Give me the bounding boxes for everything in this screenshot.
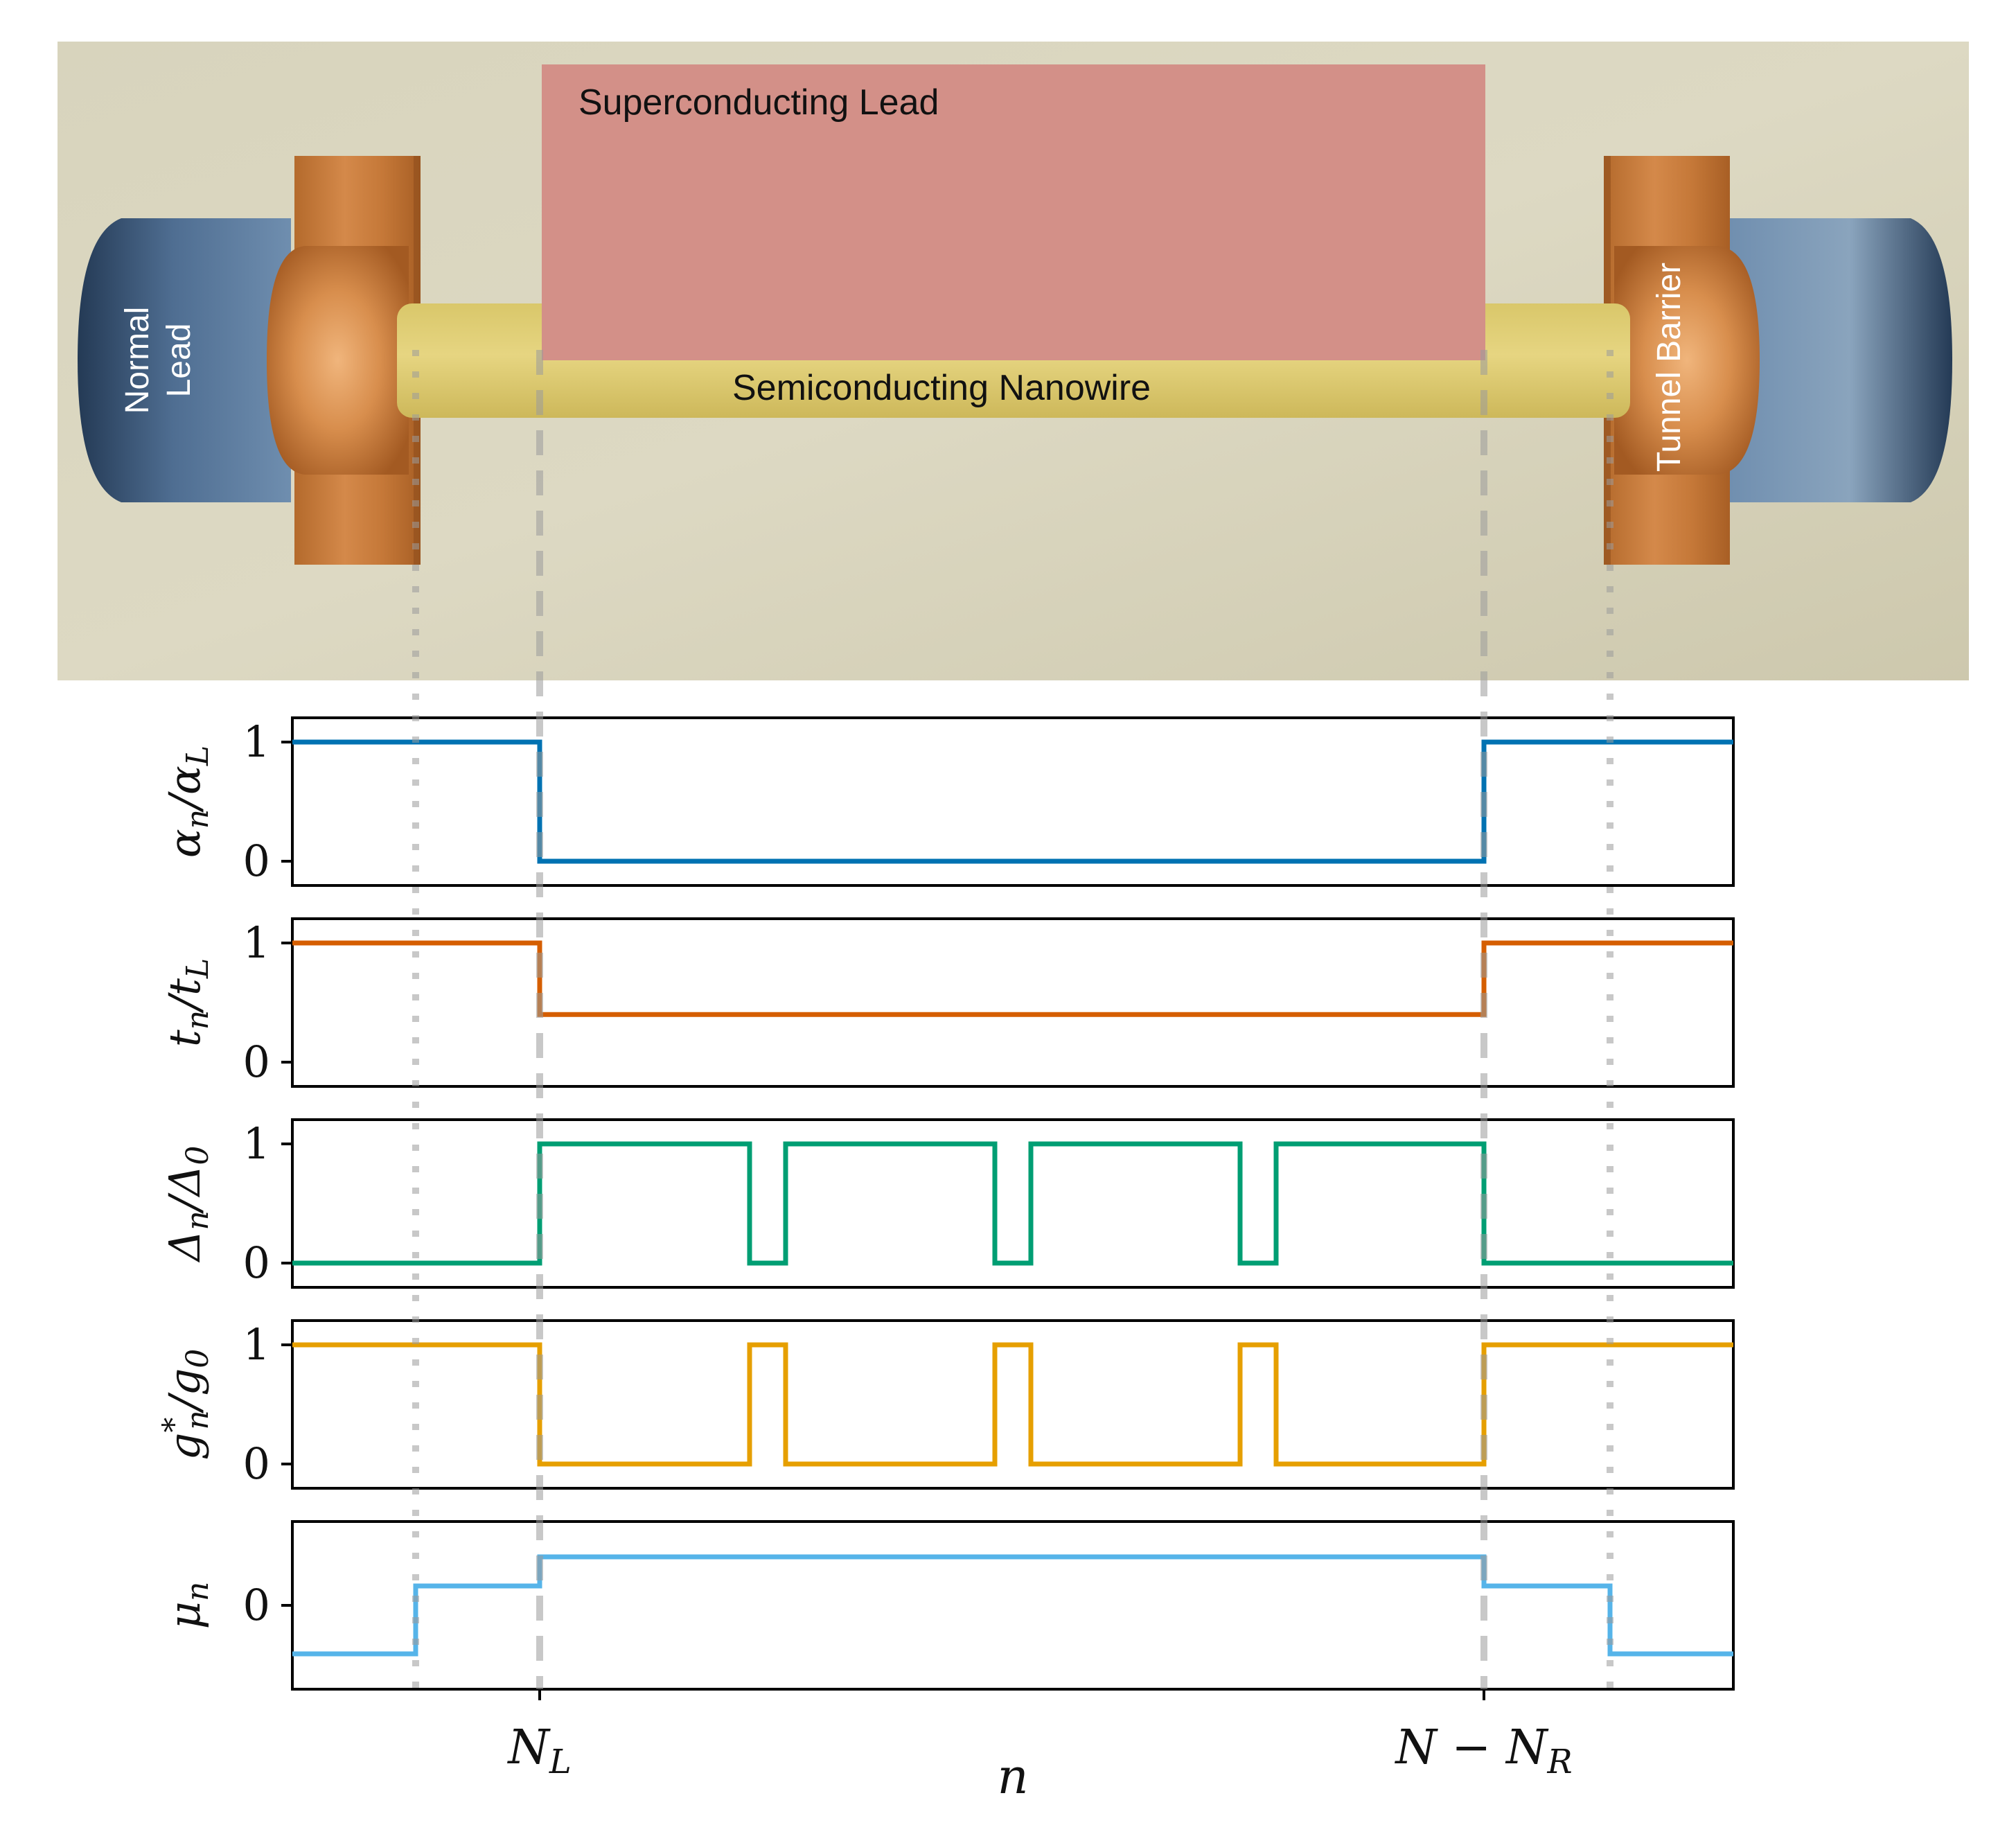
- ylabel-alpha: αn/αL: [159, 746, 215, 858]
- x-ticks: [538, 1689, 1485, 1700]
- series-g: [292, 1342, 1733, 1467]
- superconducting-lead-label: Superconducting Lead: [578, 82, 939, 123]
- nanowire-label: Semiconducting Nanowire: [732, 368, 1151, 408]
- xtick-nr: N − NR: [1394, 1720, 1572, 1781]
- series-mu: [292, 1554, 1733, 1657]
- panel-alpha-frame: [291, 716, 1735, 887]
- tick-t-1: 1: [243, 917, 270, 968]
- panel-t-frame: [291, 917, 1735, 1088]
- panel-g-frame: [291, 1319, 1735, 1490]
- x-tick-labels: NL N − NR: [506, 1720, 1572, 1781]
- normal-lead-label-line2: Lead: [161, 324, 197, 398]
- tick-alpha-0: 0: [243, 836, 270, 886]
- series-delta: [292, 1141, 1733, 1266]
- ylabel-delta: Δn/Δ0: [159, 1146, 215, 1263]
- normal-lead-label-line1: Normal: [119, 307, 156, 414]
- tick-delta-1: 1: [243, 1118, 270, 1169]
- y-ticks: [281, 741, 292, 1607]
- normal-lead-left: [78, 218, 291, 502]
- tick-mu-0: 0: [243, 1580, 270, 1630]
- xtick-nl: NL: [506, 1720, 571, 1781]
- series-t: [292, 940, 1733, 1017]
- tick-delta-0: 0: [243, 1237, 270, 1288]
- y-axis-labels: αn/αL tn/tL Δn/Δ0 g*n/g0 μn: [157, 746, 215, 1629]
- series-alpha: [292, 739, 1733, 864]
- tunnel-barrier-label: Tunnel Barrier: [1651, 263, 1688, 472]
- tick-alpha-1: 1: [243, 716, 270, 767]
- normal-lead-right: [1725, 218, 1952, 502]
- panel-delta-frame: [291, 1118, 1735, 1289]
- x-axis-label: n: [997, 1748, 1028, 1805]
- ylabel-g: g*n/g0: [157, 1349, 215, 1461]
- superconducting-lead: [542, 64, 1485, 360]
- plot-panels: 1 0 1 0 1 0 1 0 0 αn/αL tn/tL Δn/Δ0 g*n/…: [157, 716, 1735, 1805]
- device-scene: Superconducting Lead Semiconducting Nano…: [58, 42, 1969, 680]
- ylabel-t: tn/tL: [159, 958, 215, 1047]
- ylabel-mu: μn: [159, 1582, 215, 1630]
- panel-mu-frame: [291, 1520, 1735, 1691]
- tick-t-0: 0: [243, 1037, 270, 1087]
- guide-lines: [412, 350, 1613, 1689]
- tick-g-0: 0: [243, 1438, 270, 1489]
- y-tick-labels: 1 0 1 0 1 0 1 0 0: [243, 716, 270, 1630]
- tick-g-1: 1: [243, 1319, 270, 1370]
